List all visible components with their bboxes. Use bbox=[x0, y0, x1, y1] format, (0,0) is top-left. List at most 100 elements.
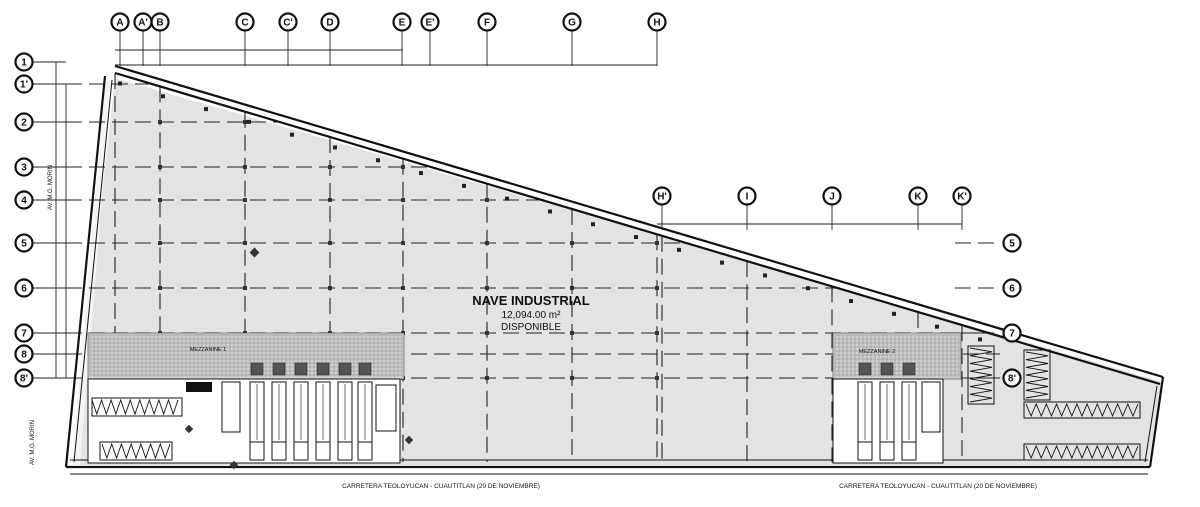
side-street-label: AV. M.G. MORIN bbox=[30, 420, 36, 465]
dock-zone-left bbox=[87, 332, 405, 464]
axis-bubble: 5 bbox=[1002, 233, 1022, 253]
right-axis-bubbles: H' I J K K' bbox=[652, 186, 972, 230]
column-marker bbox=[328, 198, 332, 202]
column-marker bbox=[161, 94, 165, 99]
axis-bubble: 6 bbox=[1002, 278, 1022, 298]
column-marker bbox=[376, 158, 380, 163]
axis-label: E' bbox=[425, 18, 434, 29]
axis-label: 8' bbox=[20, 374, 28, 385]
column-marker bbox=[333, 145, 337, 150]
axis-label: A' bbox=[138, 18, 148, 29]
axis-bubble: 8' bbox=[1002, 368, 1022, 388]
column-marker bbox=[505, 196, 509, 201]
column-marker bbox=[158, 198, 162, 202]
axis-bubble: 4 bbox=[14, 190, 34, 210]
axis-label: 1' bbox=[20, 80, 28, 91]
axis-bubble: H' bbox=[652, 186, 672, 206]
axis-bubble: 5 bbox=[14, 233, 34, 253]
column-marker bbox=[243, 241, 247, 245]
axis-bubble: E' bbox=[420, 12, 440, 32]
axis-label: K bbox=[914, 192, 922, 203]
axis-bubble: E bbox=[392, 12, 412, 32]
column-marker bbox=[720, 260, 724, 265]
left-dimensions bbox=[55, 62, 67, 378]
column-marker bbox=[570, 286, 574, 290]
column-marker bbox=[591, 222, 595, 227]
mezzanine-label-2: MEZZANINE 2 bbox=[859, 349, 895, 355]
axis-bubble: J bbox=[822, 186, 842, 206]
column-marker bbox=[978, 337, 982, 342]
column-marker bbox=[401, 286, 405, 290]
column-marker bbox=[328, 241, 332, 245]
column-marker bbox=[158, 241, 162, 245]
dock-zone-right bbox=[832, 332, 962, 464]
axis-bubble: I bbox=[737, 186, 757, 206]
column-marker bbox=[419, 171, 423, 176]
axis-label: D bbox=[326, 18, 333, 29]
axis-bubble: 3 bbox=[14, 157, 34, 177]
axis-bubble: A' bbox=[133, 12, 153, 32]
column-marker bbox=[485, 331, 489, 335]
axis-label: C bbox=[241, 18, 248, 29]
road-label-right: CARRETERA TEOLOYUCAN - CUAUTITLAN (20 DE… bbox=[839, 483, 1037, 490]
building-outline bbox=[64, 64, 1165, 469]
column-marker bbox=[485, 286, 489, 290]
axis-bubble: A bbox=[110, 12, 130, 32]
column-marker bbox=[935, 324, 939, 329]
east-patio bbox=[91, 345, 1141, 461]
axis-label: F bbox=[484, 18, 490, 29]
column-marker bbox=[328, 165, 332, 169]
mezzanine-label-1: MEZZANINE 1 bbox=[190, 347, 226, 353]
column-marker bbox=[763, 273, 767, 278]
column-marker bbox=[485, 376, 489, 380]
axis-label: J bbox=[829, 192, 835, 203]
column-marker bbox=[677, 247, 681, 252]
axis-label: 7 bbox=[21, 329, 27, 340]
axis-bubble: K' bbox=[952, 186, 972, 206]
axis-label: 2 bbox=[21, 118, 27, 129]
column-marker bbox=[655, 376, 659, 380]
warehouse-area: 12,094.00 m² bbox=[502, 310, 562, 321]
column-marker bbox=[243, 120, 247, 124]
column-marker bbox=[655, 331, 659, 335]
column-marker bbox=[849, 299, 853, 304]
warehouse-title: NAVE INDUSTRIAL bbox=[472, 293, 590, 308]
axis-label: 1 bbox=[21, 58, 27, 69]
axis-bubble: 2 bbox=[14, 112, 34, 132]
axis-label: G bbox=[568, 18, 576, 29]
column-marker bbox=[548, 209, 552, 214]
column-marker bbox=[243, 198, 247, 202]
axis-label: 4 bbox=[21, 196, 27, 207]
column-marker bbox=[570, 241, 574, 245]
column-marker bbox=[401, 165, 405, 169]
column-marker bbox=[204, 107, 208, 112]
column-marker bbox=[328, 286, 332, 290]
column-marker bbox=[158, 165, 162, 169]
axis-bubble: 8' bbox=[14, 368, 34, 388]
axis-label: 6 bbox=[1009, 284, 1015, 295]
axis-bubble: 7 bbox=[1002, 323, 1022, 343]
axis-label: A bbox=[116, 18, 123, 29]
axis-label: 8' bbox=[1008, 374, 1016, 385]
road-label-left: CARRETERA TEOLOYUCAN - CUAUTITLAN (20 DE… bbox=[342, 483, 540, 490]
column-marker bbox=[462, 183, 466, 188]
axis-bubble: G bbox=[562, 12, 582, 32]
warehouse-status: DISPONIBLE bbox=[501, 322, 561, 333]
column-marker bbox=[243, 286, 247, 290]
axis-bubble: 1' bbox=[14, 74, 34, 94]
top-dimensions bbox=[115, 49, 962, 225]
column-marker bbox=[570, 376, 574, 380]
axis-label: H' bbox=[657, 192, 667, 203]
axis-label: 5 bbox=[21, 239, 27, 250]
axis-label: 7 bbox=[1009, 329, 1015, 340]
axis-label: 5 bbox=[1009, 239, 1015, 250]
level-markers bbox=[184, 247, 414, 470]
axis-label: I bbox=[746, 192, 749, 203]
axis-bubble: 1 bbox=[14, 52, 34, 72]
column-marker bbox=[892, 311, 896, 316]
column-marker bbox=[655, 241, 659, 245]
east-axis-bubbles: 5 6 7 8' bbox=[1002, 233, 1022, 388]
